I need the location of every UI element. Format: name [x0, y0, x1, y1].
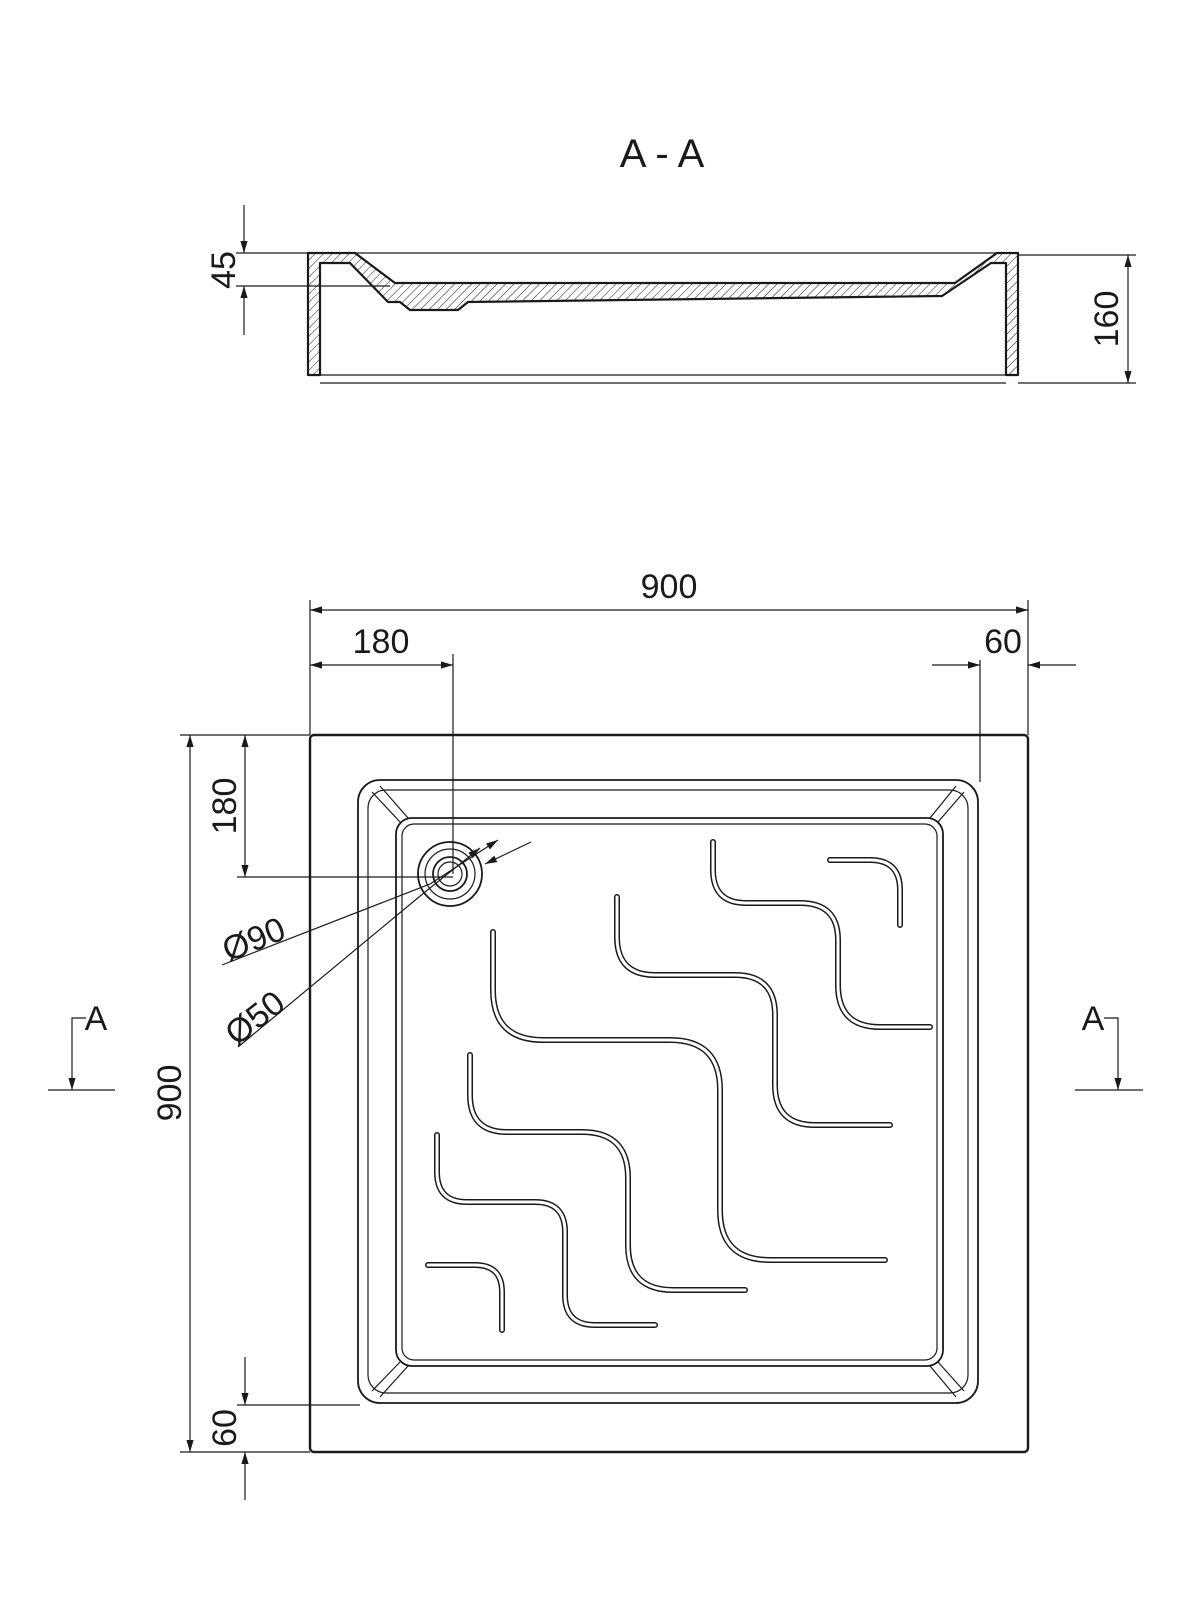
leader-d90-arrow-out: [484, 841, 532, 865]
dim-rim-right-label: 60: [984, 623, 1022, 661]
chamfer-tl: [371, 791, 401, 823]
tray-outline: [308, 733, 1030, 1454]
dim-drain-y-label: 180: [206, 778, 244, 835]
chamfer-tl-2: [379, 785, 409, 819]
section-mark-right-bracket: [1104, 1017, 1119, 1040]
section-mark-left-label: A: [85, 1000, 108, 1038]
drain-ring-2: [424, 848, 476, 900]
dim-height-label: 160: [1088, 291, 1126, 348]
leader-d90-arrow-in: [429, 839, 499, 885]
chamfer-tr: [937, 791, 965, 823]
plan-view: 900 180 60 180 900 60 Ø90: [48, 568, 1143, 1500]
basin-floor: [395, 817, 944, 1367]
floor-inner-edge: [401, 823, 938, 1361]
section-mark-left-bracket: [71, 1017, 86, 1040]
dim-width-label: 900: [641, 568, 698, 606]
section-view: A - A 45 160: [205, 132, 1136, 384]
floor-ribs: [425, 839, 933, 1333]
section-title: A - A: [620, 132, 705, 176]
dim-height-total-label: 900: [151, 1065, 189, 1122]
drain-inner-ring: [432, 856, 468, 892]
leader-d90: [221, 883, 431, 966]
dim-drain-x-label: 180: [353, 623, 410, 661]
basin-edge: [357, 779, 979, 1404]
chamfer-bl: [371, 1361, 401, 1392]
basin-inner-edge: [367, 789, 969, 1394]
leader-d50-arrow-in: [424, 847, 481, 893]
section-profile: [306, 251, 1020, 377]
drain-inner-label: Ø50: [218, 984, 292, 1054]
dim-rim-bottom-label: 60: [206, 1409, 244, 1447]
section-mark-right-label: A: [1082, 1000, 1105, 1038]
drain-outer-ring: [417, 841, 483, 907]
chamfer-tr-2: [929, 785, 957, 819]
chamfer-br-2: [929, 1365, 957, 1398]
drain: [417, 841, 483, 907]
drain-hole: [437, 861, 463, 887]
dim-depth-label: 45: [205, 251, 243, 289]
chamfer-bl-2: [379, 1365, 409, 1398]
chamfer-br: [937, 1361, 965, 1392]
leader-d50: [237, 891, 426, 1048]
drain-outer-label: Ø90: [217, 910, 291, 969]
